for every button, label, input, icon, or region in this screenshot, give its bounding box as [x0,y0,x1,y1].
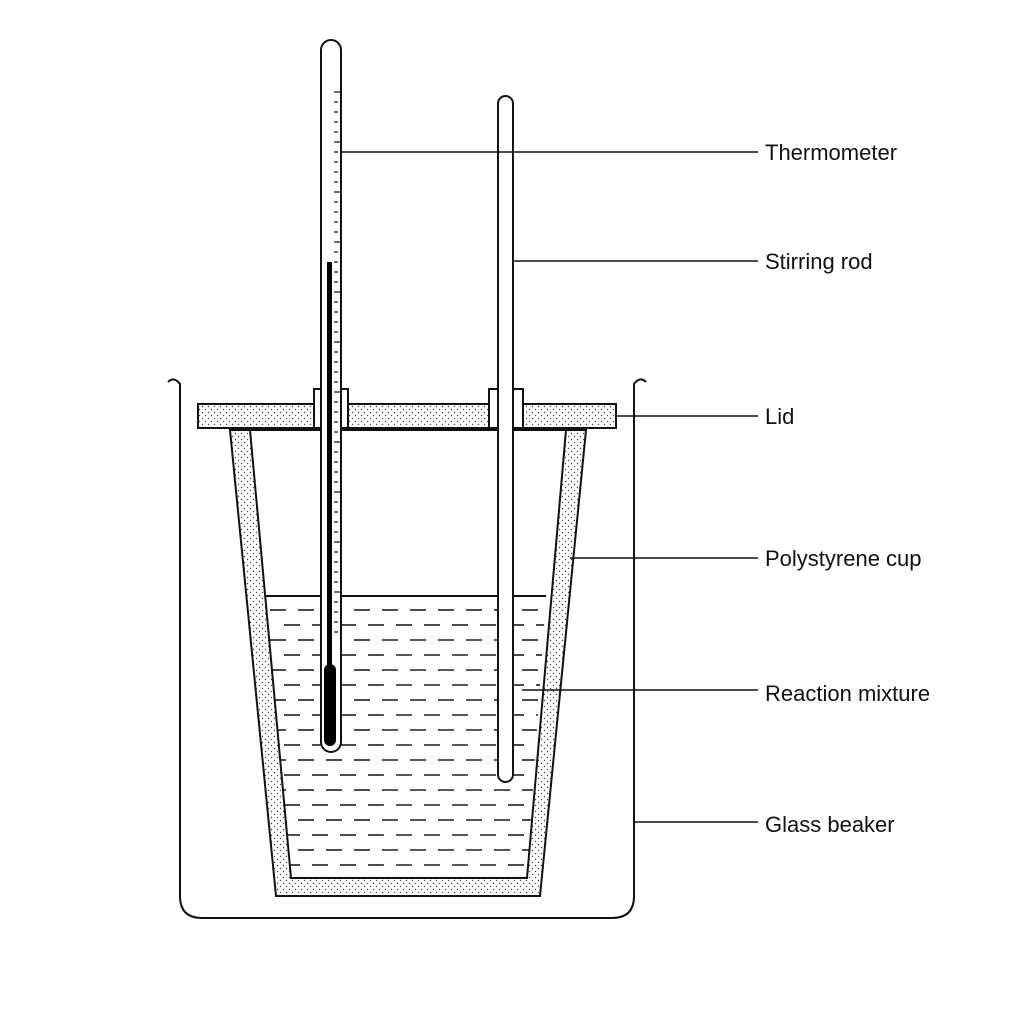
thermometer [320,39,342,753]
glass-beaker-label: Glass beaker [765,812,895,837]
polystyrene-cup [228,429,588,897]
reaction-mixture-label: Reaction mixture [765,681,930,706]
polystyrene-cup-label: Polystyrene cup [765,546,922,571]
mercury-column [327,262,332,672]
stirring-rod [497,95,514,783]
stirring-rod-label: Stirring rod [765,249,873,274]
lid-label: Lid [765,404,794,429]
glass-beaker [167,378,647,919]
thermometer-bulb [324,664,336,746]
lid [197,388,617,429]
thermometer-label: Thermometer [765,140,897,165]
